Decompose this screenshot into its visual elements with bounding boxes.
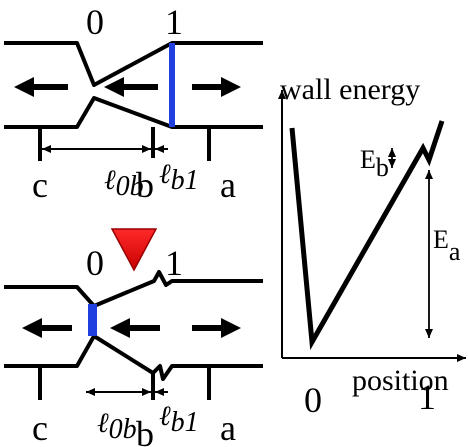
top-arrow-left-outer [14,77,68,97]
top-site-0-label: 0 [86,2,104,42]
top-ell-0b: ℓ0b [104,165,144,202]
top-ell-b1: ℓb1 [159,159,199,196]
bottom-arrows [22,318,241,338]
top-site-1-label: 1 [165,2,183,42]
bottom-site-b-label: b [136,414,154,447]
top-site-a-label: a [220,165,236,205]
top-arrow-left-inner [104,77,158,97]
eb-label: Eb [360,145,389,182]
top-lower-boundary [4,96,263,129]
energy-plot: wall energy position 0 1 Eb Ea [278,73,466,420]
bottom-ell-b1: ℓb1 [159,401,199,438]
top-wall-panel [4,41,263,161]
bottom-wall-panel [4,270,263,400]
bottom-upper-boundary [4,270,263,308]
energy-curve [289,120,445,351]
top-upper-boundary [4,41,263,87]
top-site-c-label: c [32,165,48,205]
bottom-site-1-label: 1 [165,243,183,283]
transition-arrow-down [110,228,158,272]
xlabel: position [352,364,449,397]
bottom-wall-segment [88,304,97,336]
bottom-arrow-left-outer [22,318,72,338]
bottom-lower-boundary [4,334,263,381]
bottom-arrow-left-inner [110,318,160,338]
bottom-site-c-label: c [32,408,48,447]
tick-1: 1 [418,377,436,417]
top-arrow-right [192,77,241,97]
top-site-b-label: b [136,165,154,205]
top-arrows [14,77,241,97]
ea-label: Ea [433,225,461,266]
bottom-site-0-label: 0 [86,243,104,283]
ylabel: wall energy [280,73,420,106]
bottom-arrow-right [192,318,241,338]
tick-0: 0 [304,380,322,420]
bottom-ell-0b: ℓ0b [97,408,137,445]
bottom-site-a-label: a [220,408,236,447]
